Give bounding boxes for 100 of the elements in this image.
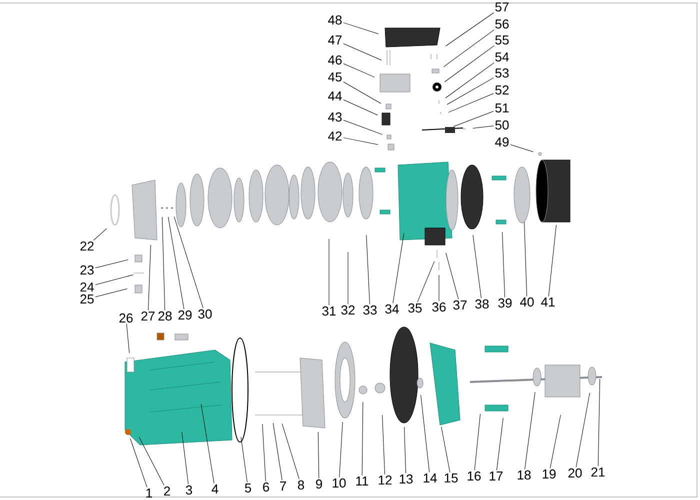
leader-line — [168, 216, 184, 310]
callout-number: 55 — [495, 35, 509, 45]
leader-line — [598, 378, 600, 467]
leader-line — [343, 100, 378, 116]
leader-line — [343, 43, 382, 60]
leader-line — [441, 426, 450, 473]
leader-line — [382, 414, 386, 475]
callout-number: 26 — [119, 313, 133, 323]
leader-line — [174, 216, 204, 308]
callout-number: 20 — [568, 468, 582, 478]
leader-line — [550, 414, 561, 468]
callout-number: 32 — [341, 305, 355, 315]
callout-number: 6 — [263, 482, 270, 492]
leader-line — [576, 392, 590, 468]
leader-line — [443, 30, 494, 68]
leader-line — [343, 82, 382, 104]
leader-line — [126, 324, 130, 354]
callout-number: 33 — [363, 305, 377, 315]
leader-line — [240, 436, 248, 483]
leader-line — [472, 126, 494, 128]
callout-number: 3 — [186, 485, 192, 495]
leader-line — [328, 238, 330, 306]
leader-line — [448, 93, 494, 113]
leader-line — [446, 78, 494, 105]
callout-number: 46 — [328, 55, 342, 65]
leader-line — [362, 402, 364, 476]
callout-number: 54 — [495, 52, 509, 62]
leader-line — [474, 414, 481, 470]
leader-line — [444, 45, 494, 82]
callout-number: 53 — [495, 68, 509, 78]
callout-number: 23 — [80, 265, 94, 275]
leader-line — [496, 418, 504, 471]
callout-number: 51 — [495, 103, 509, 113]
callout-number: 9 — [316, 479, 322, 489]
callout-number: 5 — [244, 483, 252, 493]
callout-number: 48 — [328, 15, 342, 25]
leader-line — [262, 424, 266, 482]
callout-number: 14 — [424, 474, 437, 482]
callout-number: 40 — [520, 297, 534, 307]
leader-line — [95, 259, 128, 268]
leader-line — [366, 234, 370, 304]
callout-number: 29 — [178, 310, 192, 320]
callout-number: 36 — [432, 302, 446, 312]
leader-line — [182, 432, 189, 484]
callout-number: 49 — [495, 137, 509, 147]
leader-line — [95, 288, 128, 298]
leader-line — [95, 274, 134, 286]
callout-number: 35 — [408, 303, 422, 313]
leader-line — [502, 232, 506, 298]
callout-number: 44 — [328, 92, 342, 100]
callout-number: 18 — [518, 470, 531, 480]
leader-line — [272, 422, 282, 481]
leader-line — [162, 216, 166, 310]
callout-number: 10 — [332, 478, 346, 488]
leader-line — [148, 244, 151, 311]
leader-line — [404, 426, 406, 474]
callout-number: 21 — [591, 467, 605, 477]
callout-number: 4 — [212, 484, 218, 494]
callout-number: 41 — [541, 298, 555, 306]
leader-line — [318, 432, 320, 478]
leader-line — [446, 12, 494, 46]
callout-number: 1 — [146, 488, 152, 498]
callout-number: 34 — [385, 304, 399, 314]
callout-number: 45 — [328, 72, 342, 82]
callout-number: 11 — [356, 476, 368, 486]
leader-line — [130, 438, 148, 488]
leader-line — [438, 274, 440, 302]
callout-number: 42 — [328, 131, 342, 141]
callout-number: 8 — [298, 480, 304, 490]
callout-number: 7 — [280, 482, 286, 490]
callout-number: 27 — [141, 311, 155, 321]
callout-number: 25 — [80, 294, 94, 304]
callout-number: 56 — [495, 19, 509, 29]
callout-number: 15 — [444, 473, 458, 483]
callout-number: 28 — [158, 311, 172, 321]
callout-number: 38 — [475, 299, 489, 309]
callout-number: 30 — [198, 309, 212, 319]
callout-number: 47 — [328, 36, 342, 44]
leader-line — [138, 436, 164, 486]
callout-number: 19 — [542, 469, 556, 479]
leader-line — [343, 63, 375, 78]
leader-line — [446, 252, 459, 300]
leader-line — [548, 224, 557, 297]
callout-number: 17 — [490, 472, 503, 480]
leader-line — [420, 394, 430, 473]
callout-number: 13 — [400, 474, 413, 484]
leader-line — [472, 234, 482, 298]
callout-number: 43 — [328, 112, 342, 122]
leader-line — [343, 22, 379, 34]
leader-line — [282, 423, 300, 480]
callout-number: 12 — [378, 475, 392, 485]
leader-line — [343, 137, 378, 145]
leader-line — [524, 392, 536, 470]
callout-number: 50 — [495, 120, 509, 130]
callout-number: 24 — [80, 282, 94, 292]
leader-line — [510, 144, 534, 152]
callout-number: 2 — [164, 486, 170, 496]
callout-number: 52 — [495, 85, 509, 95]
callout-number: 31 — [322, 306, 336, 316]
leader-line — [339, 422, 343, 478]
